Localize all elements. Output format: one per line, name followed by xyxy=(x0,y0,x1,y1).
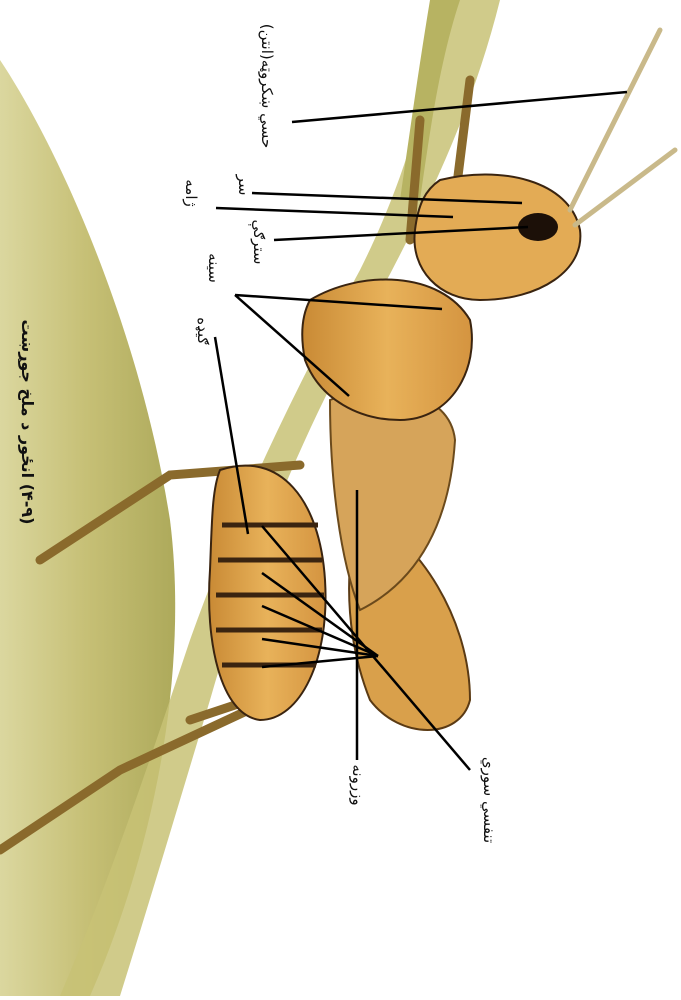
label-eye: سترګې xyxy=(248,212,268,272)
label-antenna: حسي ښکروټه(انتن) xyxy=(254,1,276,171)
label-mouth: ژامه xyxy=(180,168,200,218)
label-abdomen: ګیډه xyxy=(192,306,212,356)
head-shape xyxy=(414,174,580,300)
antennae xyxy=(570,30,675,225)
label-spiracles: تنفسي سوري xyxy=(478,745,498,855)
label-head: سر xyxy=(233,165,253,205)
wing-shape xyxy=(330,390,455,610)
label-thorax: سینه xyxy=(203,238,223,298)
label-wing: وزرونه xyxy=(347,750,367,820)
figure-caption: (۴-۹) انځور د ملخ جوړښت xyxy=(13,312,37,532)
